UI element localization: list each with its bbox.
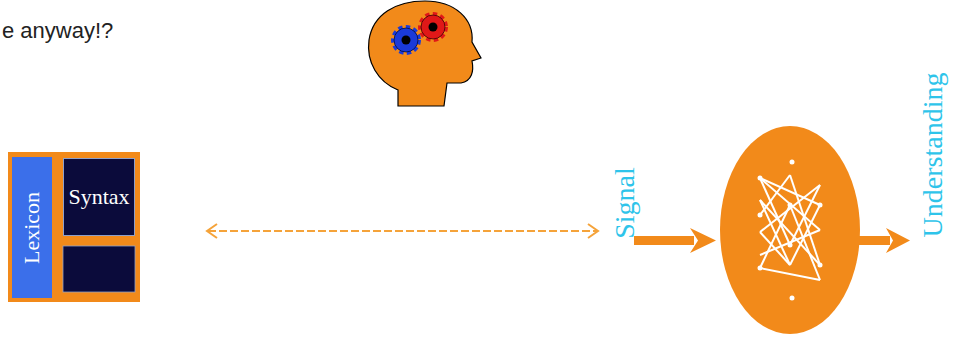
signal-label: Signal [610, 167, 641, 239]
grammar-frame [8, 152, 140, 302]
empty-module [63, 246, 135, 292]
lexicon-bar: Lexicon [12, 157, 52, 298]
syntax-box: Syntax [63, 158, 135, 236]
neural-network [720, 126, 860, 334]
title-fragment: e anyway!? [2, 19, 113, 43]
head-icon [369, 1, 481, 106]
dashed-double-arrow [207, 224, 598, 238]
understanding-label: Understanding [918, 73, 949, 238]
node-label: Syntax [68, 185, 129, 209]
input-arrow [634, 228, 716, 253]
output-arrow [858, 228, 910, 253]
node-label: Lexicon [20, 191, 44, 263]
